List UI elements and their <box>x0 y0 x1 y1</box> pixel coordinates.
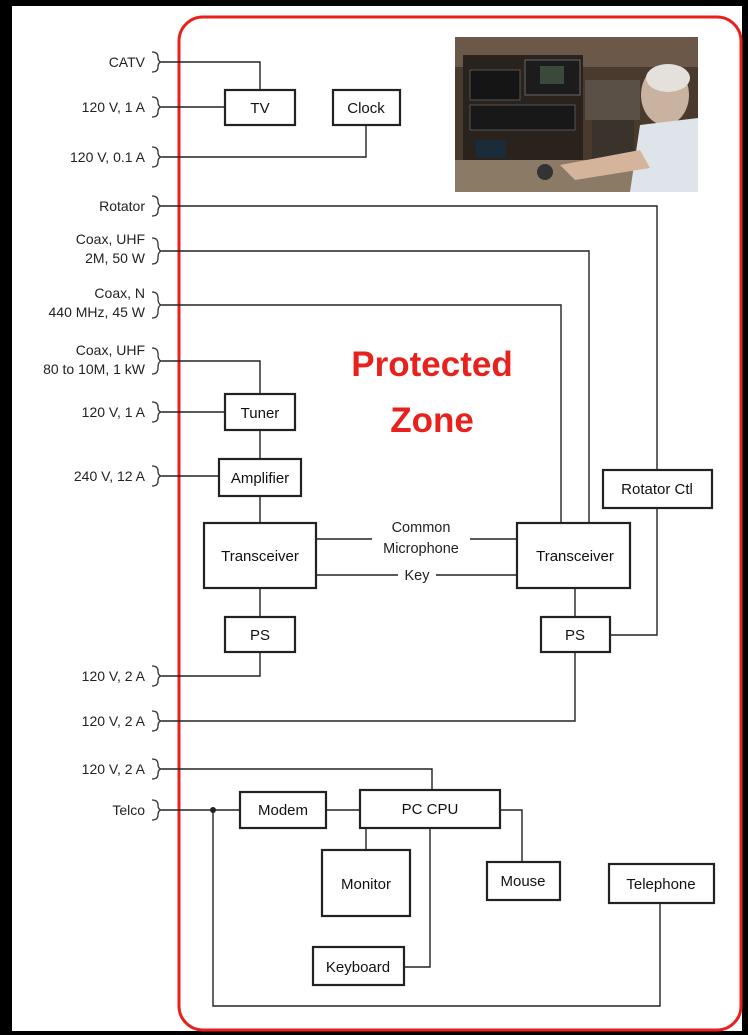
ext-telco-label: Telco <box>112 802 145 818</box>
device-transceiver-left-label: Transceiver <box>221 548 299 565</box>
link-common-label: Common <box>392 520 451 536</box>
ext-coax-uhf-hf-line2: 80 to 10M, 1 kW <box>43 361 146 377</box>
ext-power-tv-label: 120 V, 1 A <box>82 99 146 115</box>
zone-title-line2: Zone <box>390 401 474 440</box>
ext-rotator-label: Rotator <box>99 198 145 214</box>
device-ps-right-box: PS <box>541 617 610 652</box>
device-transceiver-right-box: Transceiver <box>517 523 630 588</box>
device-tv-box: TV <box>225 90 295 125</box>
ext-coax-n-440-line1: Coax, N <box>94 285 145 301</box>
ext-catv-label: CATV <box>109 54 146 70</box>
device-ps-left-box: PS <box>225 617 295 652</box>
device-transceiver-left-box: Transceiver <box>204 523 316 588</box>
operator-photo <box>455 37 698 192</box>
device-telephone-label: Telephone <box>626 876 695 893</box>
device-mouse-box: Mouse <box>487 862 560 900</box>
device-monitor-box: Monitor <box>322 850 410 916</box>
ext-power-ps-left-label: 120 V, 2 A <box>82 668 146 684</box>
device-ps-right-label: PS <box>565 627 585 644</box>
ext-power-pc-label: 120 V, 2 A <box>82 761 146 777</box>
ext-power-ps-right-label: 120 V, 2 A <box>82 713 146 729</box>
device-monitor-label: Monitor <box>341 876 391 893</box>
ext-power-tuner-label: 120 V, 1 A <box>82 404 146 420</box>
ext-power-amplifier-label: 240 V, 12 A <box>74 468 146 484</box>
device-clock-label: Clock <box>347 100 385 117</box>
device-tv-label: TV <box>250 100 269 117</box>
device-ps-left-label: PS <box>250 627 270 644</box>
ext-coax-uhf-hf-line1: Coax, UHF <box>76 342 145 358</box>
ext-coax-uhf-2m-line1: Coax, UHF <box>76 231 145 247</box>
link-key-label: Key <box>405 568 431 584</box>
ext-coax-uhf-2m-line2: 2M, 50 W <box>85 250 146 266</box>
device-pc-cpu-label: PC CPU <box>402 801 459 818</box>
device-tuner-box: Tuner <box>225 394 295 430</box>
device-keyboard-box: Keyboard <box>313 947 404 985</box>
device-rotator-ctl-label: Rotator Ctl <box>621 481 693 498</box>
device-amplifier-box: Amplifier <box>219 459 301 496</box>
device-modem-label: Modem <box>258 802 308 819</box>
device-transceiver-right-label: Transceiver <box>536 548 614 565</box>
zone-title-line1: Protected <box>351 345 512 384</box>
device-clock-box: Clock <box>333 90 400 125</box>
ext-coax-n-440-line2: 440 MHz, 45 W <box>49 304 146 320</box>
device-keyboard-label: Keyboard <box>326 959 390 976</box>
device-amplifier-label: Amplifier <box>231 470 289 487</box>
device-modem-box: Modem <box>240 792 326 828</box>
device-mouse-label: Mouse <box>500 873 545 890</box>
ext-power-clock-label: 120 V, 0.1 A <box>70 149 146 165</box>
device-pc-cpu-box: PC CPU <box>360 790 500 828</box>
device-rotator-ctl-box: Rotator Ctl <box>603 470 712 508</box>
device-tuner-label: Tuner <box>241 405 280 422</box>
link-microphone-label: Microphone <box>383 541 459 557</box>
device-telephone-box: Telephone <box>609 864 714 903</box>
